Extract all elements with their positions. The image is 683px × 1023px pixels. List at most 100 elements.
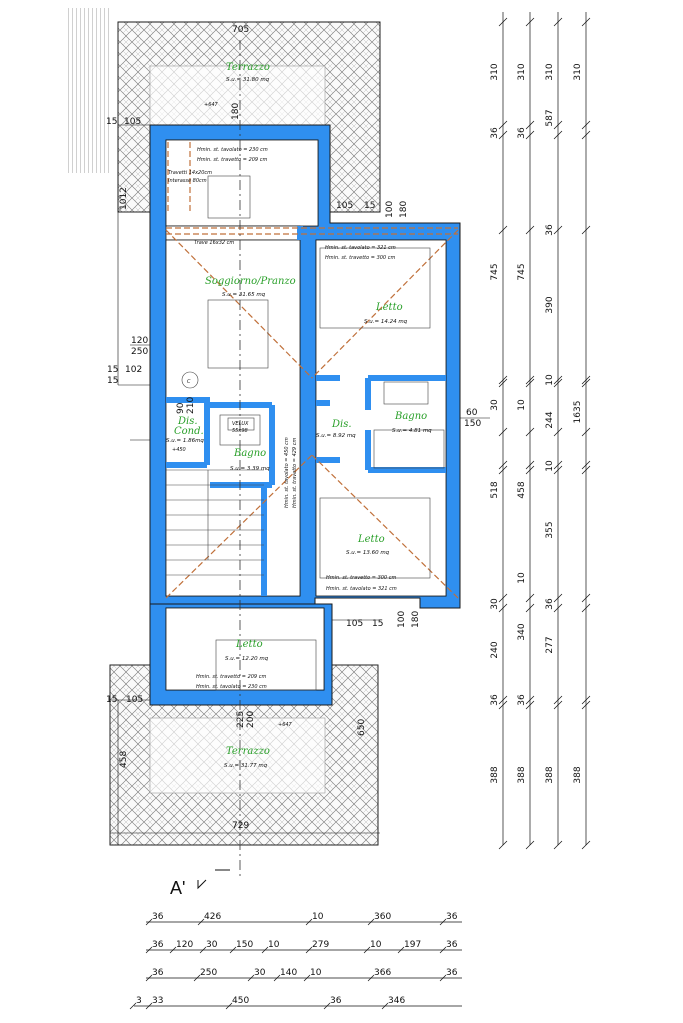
level-bottom: +647 xyxy=(278,722,293,728)
bottom-dim-tick xyxy=(397,946,405,954)
dim-200: 200 xyxy=(246,711,256,728)
dim-tick xyxy=(525,460,535,470)
bottom-dim-tick xyxy=(439,918,447,926)
dim-100b: 100 xyxy=(385,201,395,218)
vertical-dim-col2-4: 458 xyxy=(517,481,527,498)
bottom-dim-row2-1: 120 xyxy=(176,940,193,950)
section-arrow xyxy=(197,869,230,890)
dim-180c: 180 xyxy=(411,611,421,628)
plan-dimensions: 705 729 15 105 180 105 15 100 180 1012 1… xyxy=(106,25,481,831)
dim-tick xyxy=(581,593,591,603)
vertical-dim-col3-4: 10 xyxy=(545,374,555,386)
bottom-dim-row2-4: 10 xyxy=(268,940,280,950)
dim-tick xyxy=(525,695,535,705)
dim-250: 250 xyxy=(131,347,148,357)
dim-100c: 100 xyxy=(397,611,407,628)
area-bagno-e: S.u.= 4.81 mq xyxy=(392,428,432,434)
note-velux-1: VELUX xyxy=(232,421,249,427)
room-terrazzo-bottom: Terrazzo xyxy=(226,746,270,757)
vertical-dim-col1-2: 745 xyxy=(490,263,500,280)
area-bagno-w: S.u.= 3.39 mq xyxy=(230,466,270,472)
note-travetti: Travetti 14x20cm xyxy=(168,170,212,176)
bottom-dim-tick xyxy=(197,918,205,926)
dim-102: 102 xyxy=(125,365,142,375)
dim-tick xyxy=(498,465,508,475)
bottom-dim-row2-7: 197 xyxy=(404,940,421,950)
dim-tick xyxy=(525,593,535,603)
note-interasse: Interasse 80cm xyxy=(168,178,207,184)
dim-tick xyxy=(498,695,508,705)
dim-tick xyxy=(553,378,563,388)
dim-225: 225 xyxy=(236,711,246,728)
vertical-dim-col1-7: 36 xyxy=(490,694,500,706)
area-dis-center: S.u.= 8.92 mq xyxy=(316,433,356,439)
vertical-dim-col2-7: 36 xyxy=(517,694,527,706)
bottom-dim-tick xyxy=(323,1002,331,1010)
bottom-dim-row3-3: 140 xyxy=(280,968,297,978)
note-center-2: Hmin. st. travetto = 429 cm xyxy=(292,438,298,508)
dim-tick xyxy=(581,695,591,705)
bottom-dim-row1-2: 10 xyxy=(312,912,324,922)
section-label: A' xyxy=(170,878,185,898)
vertical-dim-col2-0: 310 xyxy=(517,63,527,80)
dim-15a: 15 xyxy=(106,117,117,127)
vertical-dim-col1-4: 518 xyxy=(490,481,500,498)
bottom-dim-tick xyxy=(145,974,153,982)
note-trave: Trave 16x32 cm xyxy=(194,240,234,246)
bottom-dim-row1-1: 426 xyxy=(204,912,221,922)
area-dis-cond: S.u.= 1.86mq xyxy=(166,438,204,444)
right-dim-ticks xyxy=(498,17,591,850)
vertical-dim-col1-1: 36 xyxy=(490,127,500,139)
dim-tick xyxy=(498,427,508,437)
dim-650: 650 xyxy=(357,719,367,736)
room-bagno-w: Bagno xyxy=(233,448,266,459)
bottom-dim-row1-4: 36 xyxy=(446,912,458,922)
dim-105d: 105 xyxy=(126,695,143,705)
area-terrazzo-bottom: S.u.= 31.77 mq xyxy=(224,763,268,769)
room-dis-center: Dis. xyxy=(331,419,352,430)
dim-tick xyxy=(553,375,563,385)
dim-tick xyxy=(498,225,508,235)
dim-tick xyxy=(553,593,563,603)
dim-180b: 180 xyxy=(399,201,409,218)
note-ne-1: Hmin. st. tavolato = 321 cm xyxy=(325,245,396,251)
dim-tick xyxy=(498,375,508,385)
bottom-dim-row2-8: 36 xyxy=(446,940,458,950)
bottom-dim-tick xyxy=(225,1002,233,1010)
dim-tick xyxy=(581,120,591,130)
area-letto-ne: S.u.= 14.24 mq xyxy=(364,319,408,325)
note-se-2: Hmin. st. tavolato = 321 cm xyxy=(326,586,397,592)
bottom-dim-row3-1: 250 xyxy=(200,968,217,978)
dim-tick xyxy=(553,130,563,140)
bottom-dim-row4-4: 346 xyxy=(388,996,405,1006)
room-soggiorno: Soggiorno/Pranzo xyxy=(205,276,296,287)
dim-tick xyxy=(498,130,508,140)
dim-tick xyxy=(553,840,563,850)
bottom-dim-tick xyxy=(439,946,447,954)
dim-tick xyxy=(553,17,563,27)
dim-tick xyxy=(553,695,563,705)
dim-tick xyxy=(581,17,591,27)
bottom-dim-row3-5: 366 xyxy=(374,968,391,978)
c-symbol: C xyxy=(187,379,191,385)
bottom-dim-lines xyxy=(134,921,462,1007)
dim-60: 60 xyxy=(466,408,478,418)
vertical-dim-col2-6: 340 xyxy=(517,623,527,640)
bottom-dim-tick xyxy=(273,974,281,982)
vertical-dim-col3-5: 244 xyxy=(545,411,555,428)
note-ne-2: Hmin. st. travetto = 300 cm xyxy=(325,255,395,261)
dim-tick xyxy=(525,225,535,235)
bottom-dim-row2-0: 36 xyxy=(152,940,164,950)
dim-tick xyxy=(553,427,563,437)
dim-tick xyxy=(498,460,508,470)
dim-105b: 105 xyxy=(336,201,353,211)
vertical-dim-col3-9: 277 xyxy=(545,636,555,653)
vertical-dim-col4-0: 310 xyxy=(573,63,583,80)
bottom-dim-tick xyxy=(261,946,269,954)
bottom-dim-row2-2: 30 xyxy=(206,940,218,950)
dim-tick xyxy=(498,378,508,388)
dim-tick xyxy=(525,603,535,613)
dim-15d: 15 xyxy=(107,376,118,386)
dim-tick xyxy=(581,460,591,470)
